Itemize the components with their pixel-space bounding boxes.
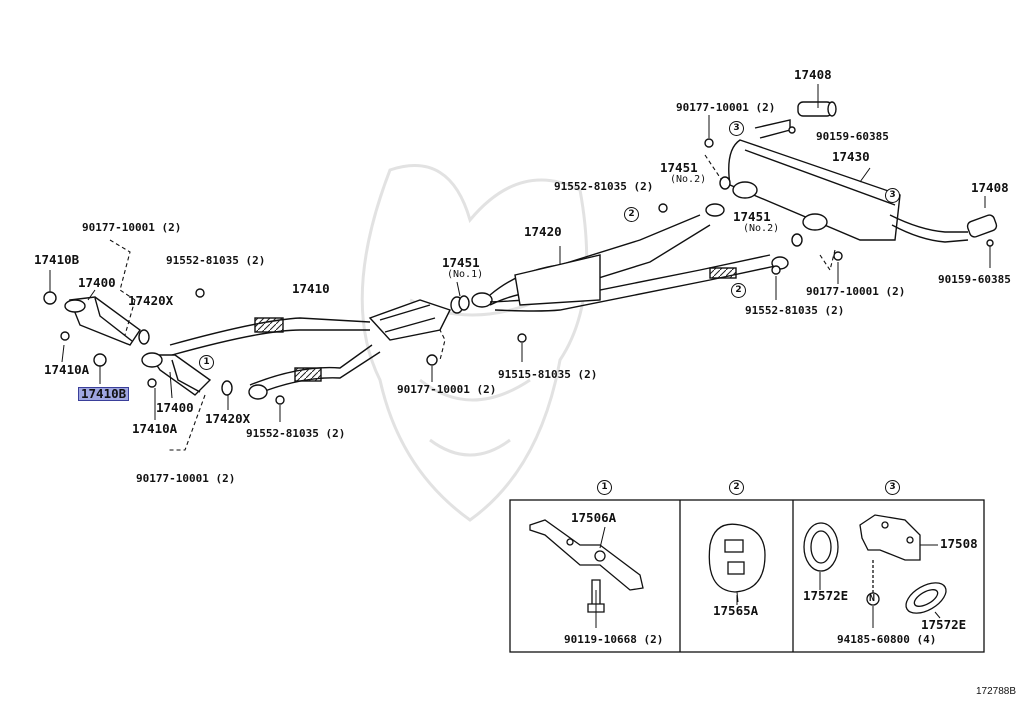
part-note: (No.2)	[670, 174, 707, 185]
insulator-17565A[interactable]	[708, 523, 766, 593]
part-label[interactable]: 91552-81035 (2)	[246, 427, 346, 440]
panel-3-number: 3	[885, 480, 900, 495]
hanger-17506A[interactable]	[529, 519, 644, 613]
part-label[interactable]: 17420X	[205, 411, 251, 426]
callout-3: 3	[729, 121, 744, 136]
part-label[interactable]: 17408	[971, 180, 1009, 195]
watermark	[360, 164, 589, 522]
part-label[interactable]: 94185-60800 (4)	[837, 633, 937, 646]
callout-1: 1	[199, 355, 214, 370]
callout-2: 2	[731, 283, 746, 298]
part-label[interactable]: 17572E	[803, 588, 849, 603]
front-converter-17400-upper[interactable]	[43, 291, 141, 346]
panel-1-number: 1	[597, 480, 612, 495]
part-label[interactable]: 91552-81035 (2)	[745, 304, 845, 317]
part-label[interactable]: 90177-10001 (2)	[676, 101, 776, 114]
part-label[interactable]: 91515-81035 (2)	[498, 368, 598, 381]
part-label[interactable]: 90177-10001 (2)	[806, 285, 906, 298]
part-label[interactable]: 17410	[292, 281, 330, 296]
part-label[interactable]: 17506A	[571, 510, 617, 525]
part-label[interactable]: 17410B	[34, 252, 80, 267]
part-label[interactable]: 90119-10668 (2)	[564, 633, 664, 646]
part-label[interactable]: 17508	[940, 536, 978, 551]
part-label[interactable]: 91552-81035 (2)	[554, 180, 654, 193]
part-label[interactable]: 17400	[78, 275, 116, 290]
part-label[interactable]: 17451	[733, 209, 771, 224]
center-pipe-17410[interactable]	[138, 288, 464, 405]
part-label[interactable]: 90177-10001 (2)	[136, 472, 236, 485]
part-label[interactable]: 17420X	[128, 293, 174, 308]
part-label[interactable]: 17572E	[921, 617, 967, 632]
part-label[interactable]: 17451	[442, 255, 480, 270]
part-label[interactable]: 90159-60385	[938, 273, 1011, 286]
front-converter-17400-lower[interactable]	[93, 352, 233, 396]
part-label[interactable]: 17410A	[132, 421, 178, 436]
nut-mark: N	[869, 593, 876, 604]
part-label[interactable]: 17408	[794, 67, 832, 82]
highlighted-part-label[interactable]: 17410B	[78, 387, 130, 401]
bracket-17508[interactable]	[803, 514, 951, 619]
part-label[interactable]: 90177-10001 (2)	[82, 221, 182, 234]
callout-3: 3	[885, 188, 900, 203]
rear-muffler-17430[interactable]	[704, 119, 969, 261]
callout-2: 2	[624, 207, 639, 222]
hanger-detail-panels	[509, 499, 985, 653]
figure-id: 172788B	[975, 686, 1016, 697]
part-note: (No.1)	[447, 269, 484, 280]
part-note: (No.2)	[743, 223, 780, 234]
panel-2-number: 2	[729, 480, 744, 495]
y-pipe-17420[interactable]	[458, 203, 789, 343]
part-label[interactable]: 17410A	[44, 362, 90, 377]
tail-pipe-17408[interactable]	[788, 101, 998, 247]
part-label[interactable]: 90159-60385	[816, 130, 889, 143]
part-label[interactable]: 17565A	[713, 603, 759, 618]
part-label[interactable]: 90177-10001 (2)	[397, 383, 497, 396]
part-label[interactable]: 17430	[832, 149, 870, 164]
part-label[interactable]: 17451	[660, 160, 698, 175]
part-label[interactable]: 17400	[156, 400, 194, 415]
part-label[interactable]: 17420	[524, 224, 562, 239]
part-label[interactable]: 91552-81035 (2)	[166, 254, 266, 267]
